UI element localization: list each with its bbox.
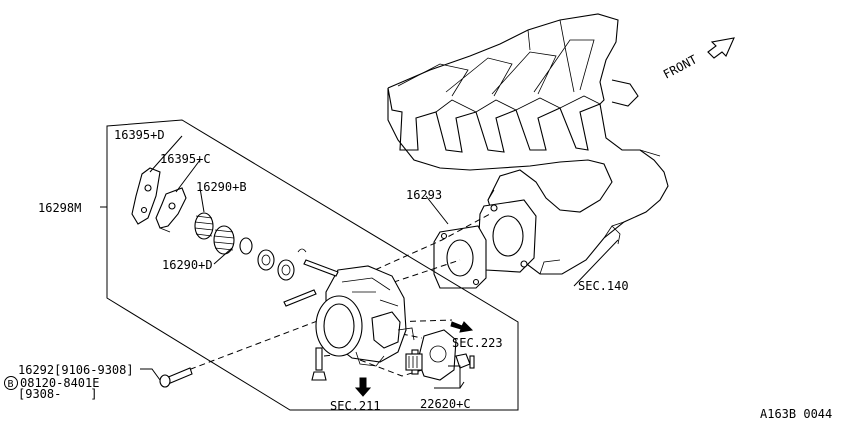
gasket-16293 xyxy=(433,225,487,289)
label-16293: 16293 xyxy=(406,188,442,202)
throttle-chamber xyxy=(315,265,415,367)
label-22620c: 22620+C xyxy=(420,397,471,411)
intake-manifold xyxy=(387,13,669,275)
label-16395d: 16395+D xyxy=(114,128,165,142)
label-16292: 16292[9106-9308] xyxy=(18,363,134,377)
label-16395c: 16395+C xyxy=(160,152,211,166)
part-16290d-bushings xyxy=(239,237,295,281)
leader-lines xyxy=(100,135,619,389)
part-16395d-lever xyxy=(131,167,161,225)
arrow-sec211 xyxy=(354,377,372,397)
throttle-position-sensor xyxy=(405,329,475,381)
figure-id: A163B 0044 xyxy=(760,407,832,421)
label-bolt-range: [9308- ] xyxy=(18,387,97,401)
label-16290d: 16290+D xyxy=(162,258,213,272)
label-sec211: SEC.211 xyxy=(330,399,381,413)
label-16290b: 16290+B xyxy=(196,180,247,194)
shaft-pins xyxy=(283,248,339,307)
bolt-16292 xyxy=(159,367,193,388)
label-bolt-b: B xyxy=(8,379,14,390)
assembly-bracket-frame xyxy=(106,119,519,411)
part-16290b-springs xyxy=(194,212,235,255)
front-label: FRONT xyxy=(661,52,699,81)
front-direction-arrow: FRONT xyxy=(661,37,735,82)
label-bolt-number: 08120-8401E xyxy=(20,376,99,390)
label-sec223: SEC.223 xyxy=(452,336,503,350)
arrow-sec223 xyxy=(450,321,474,333)
part-16395c-lever xyxy=(155,187,187,233)
label-sec140: SEC.140 xyxy=(578,279,629,293)
label-16298m: 16298M xyxy=(38,201,81,215)
bolt-b-circle xyxy=(4,376,18,390)
manifold-flange xyxy=(477,199,537,273)
